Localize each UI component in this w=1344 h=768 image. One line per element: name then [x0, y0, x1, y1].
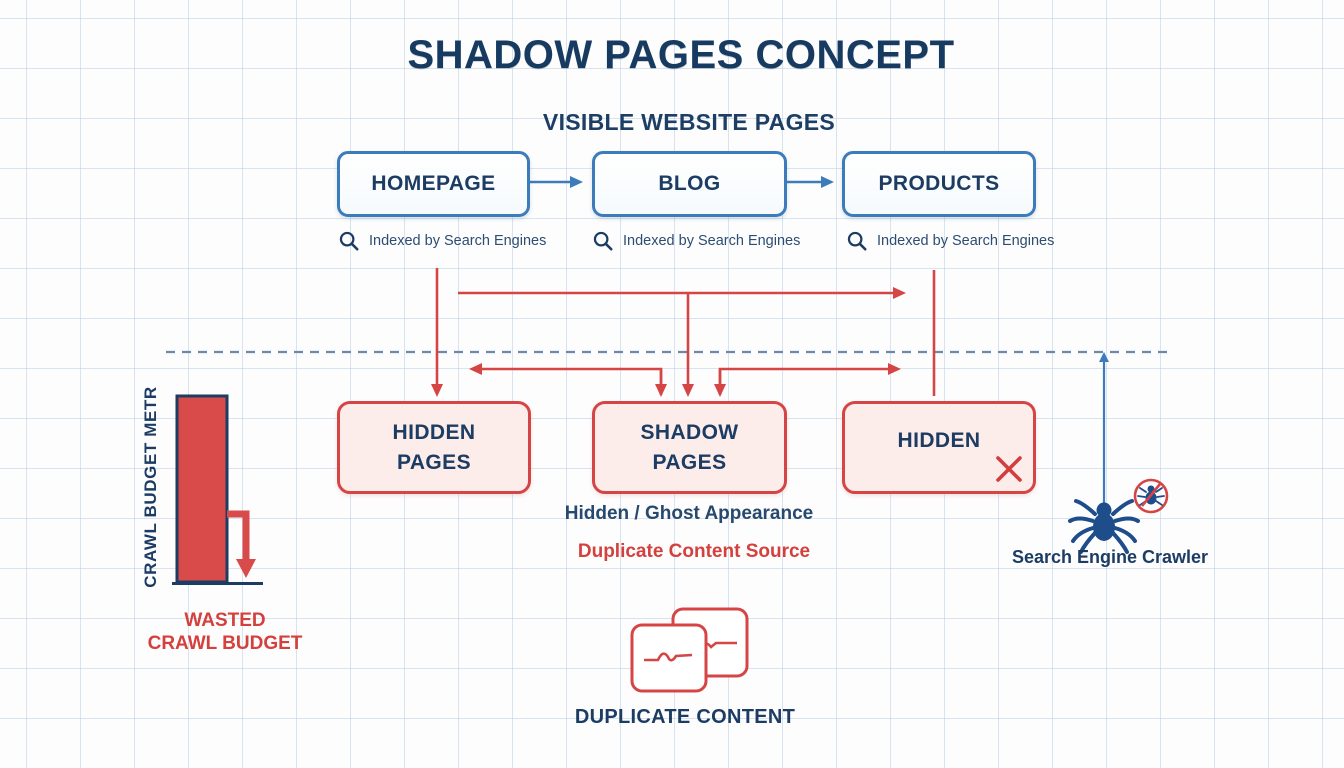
crawl-budget-bar-chart [172, 394, 263, 585]
ghost-appearance-note: Hidden / Ghost Appearance [564, 503, 814, 524]
search-engine-crawler-graphic [1068, 352, 1169, 554]
crawl-budget-axis-label: CRAWL BUDGET METR [141, 386, 160, 588]
duplicate-source-note: Duplicate Content Source [577, 541, 811, 562]
indexed-caption-text: Indexed by Search Engines [877, 233, 1055, 249]
products-label: PRODUCTS [878, 172, 1000, 195]
shadow-pages-box: SHADOW PAGES [592, 401, 787, 494]
hidden-pages-box: HIDDEN PAGES [337, 401, 531, 494]
wasted-budget-arrow [227, 510, 250, 560]
blog-indexed-caption: Indexed by Search Engines [592, 229, 800, 253]
elbow-arrow-left [469, 363, 663, 395]
rejected-x-icon [996, 456, 1022, 482]
wasted-budget-arrowhead [236, 559, 256, 578]
blog-label: BLOG [658, 172, 721, 195]
duplicate-content-label: DUPLICATE CONTENT [574, 706, 796, 728]
homepage-box: HOMEPAGE [337, 151, 530, 217]
products-indexed-caption: Indexed by Search Engines [846, 229, 1054, 253]
products-box: PRODUCTS [842, 151, 1036, 217]
duplicate-content-icon [630, 607, 749, 693]
hidden-label: HIDDEN [897, 428, 981, 452]
search-icon [339, 231, 359, 251]
elbow-arrow-right [718, 363, 901, 395]
indexed-caption-text: Indexed by Search Engines [369, 233, 547, 249]
homepage-indexed-caption: Indexed by Search Engines [338, 229, 546, 253]
search-icon [593, 231, 613, 251]
no-crawl-badge-icon [1133, 478, 1169, 514]
shadow-pages-label: SHADOW PAGES [640, 420, 739, 474]
shadow-pages-connectors [431, 268, 936, 397]
page-title: SHADOW PAGES CONCEPT [407, 33, 955, 77]
search-icon [847, 231, 867, 251]
hidden-box: HIDDEN [842, 401, 1036, 494]
visible-pages-heading: VISIBLE WEBSITE PAGES [542, 109, 836, 135]
blog-box: BLOG [592, 151, 787, 217]
crawler-label: Search Engine Crawler [1011, 547, 1209, 567]
hidden-pages-label: HIDDEN PAGES [392, 420, 476, 474]
spider-icon [1068, 499, 1140, 554]
indexed-caption-text: Indexed by Search Engines [623, 233, 801, 249]
crawl-budget-bar [175, 394, 229, 584]
homepage-label: HOMEPAGE [371, 172, 496, 195]
wasted-crawl-budget-label: WASTED CRAWL BUDGET [147, 610, 303, 654]
